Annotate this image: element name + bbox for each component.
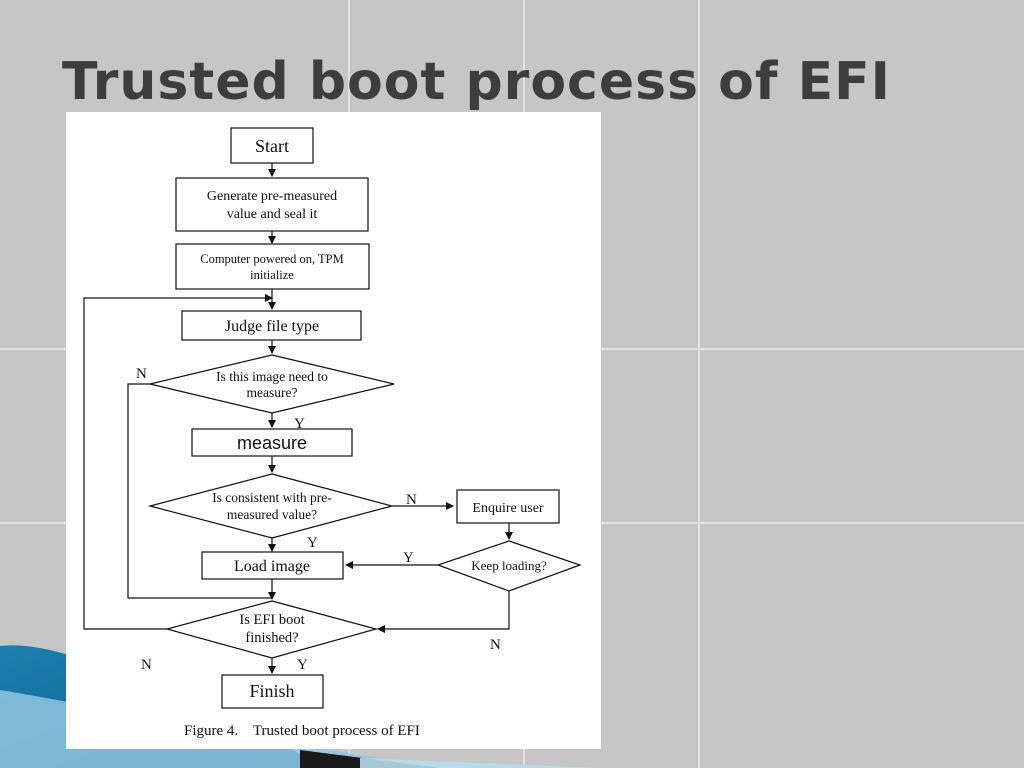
background-grid-line <box>698 0 700 768</box>
node-efi-finished-label-1: Is EFI boot <box>239 612 304 628</box>
node-keep-loading-label: Keep loading? <box>471 558 547 573</box>
edge-label-need-no: N <box>136 366 147 382</box>
figure-caption: Figure 4. Trusted boot process of EFI <box>184 723 420 739</box>
edge-label-finished-yes: Y <box>297 657 308 673</box>
node-finish-label: Finish <box>249 681 294 701</box>
node-start-box <box>230 127 314 164</box>
node-powered-label-2: initialize <box>250 268 294 282</box>
node-consistent-label-2: measured value? <box>227 507 317 522</box>
edge-label-finished-no: N <box>141 657 152 673</box>
node-load-image-box <box>201 551 344 580</box>
node-generate-box <box>175 177 369 232</box>
edge-need-no-loop <box>127 383 272 599</box>
node-powered-label-1: Computer powered on, TPM <box>200 252 344 266</box>
node-consistent-diamond <box>147 473 395 539</box>
edge-label-consistent-yes: Y <box>307 535 318 551</box>
node-measure-box <box>191 428 353 457</box>
node-efi-finished-diamond <box>164 600 379 659</box>
node-enquire-label: Enquire user <box>472 501 543 516</box>
flowchart-diagram: Start Generate pre-measured value and se… <box>83 127 582 739</box>
node-keep-loading-diamond <box>436 540 582 592</box>
edge-label-keep-no: N <box>490 637 501 653</box>
edge-label-consistent-no: N <box>406 492 417 508</box>
node-powered-box <box>175 243 370 290</box>
node-need-measure-label-1: Is this image need to <box>216 369 328 384</box>
node-need-measure-diamond <box>149 354 395 414</box>
node-judge-label: Judge file type <box>225 318 319 335</box>
node-measure-label: measure <box>237 433 307 453</box>
edge-label-keep-yes: Y <box>403 550 414 566</box>
edge-finished-no-loop <box>83 294 273 630</box>
edge-label-need-yes: Y <box>294 416 305 432</box>
node-start-label: Start <box>255 136 289 156</box>
flowchart-edges <box>83 163 513 674</box>
node-load-image-label: Load image <box>234 558 310 575</box>
node-generate-label-2: value and seal it <box>227 207 318 222</box>
node-generate-label-1: Generate pre-measured <box>207 189 337 204</box>
edge-keep-finished <box>377 591 510 633</box>
node-consistent-label-1: Is consistent with pre- <box>212 490 332 505</box>
node-enquire-box <box>456 489 560 524</box>
node-finish-box <box>221 674 324 709</box>
node-need-measure-label-2: measure? <box>247 385 298 400</box>
slide-title: Trusted boot process of EFI <box>62 52 891 112</box>
node-judge-box <box>181 310 362 341</box>
node-efi-finished-label-2: finished? <box>245 630 298 646</box>
flowchart-figure: Start Generate pre-measured value and se… <box>66 112 601 749</box>
